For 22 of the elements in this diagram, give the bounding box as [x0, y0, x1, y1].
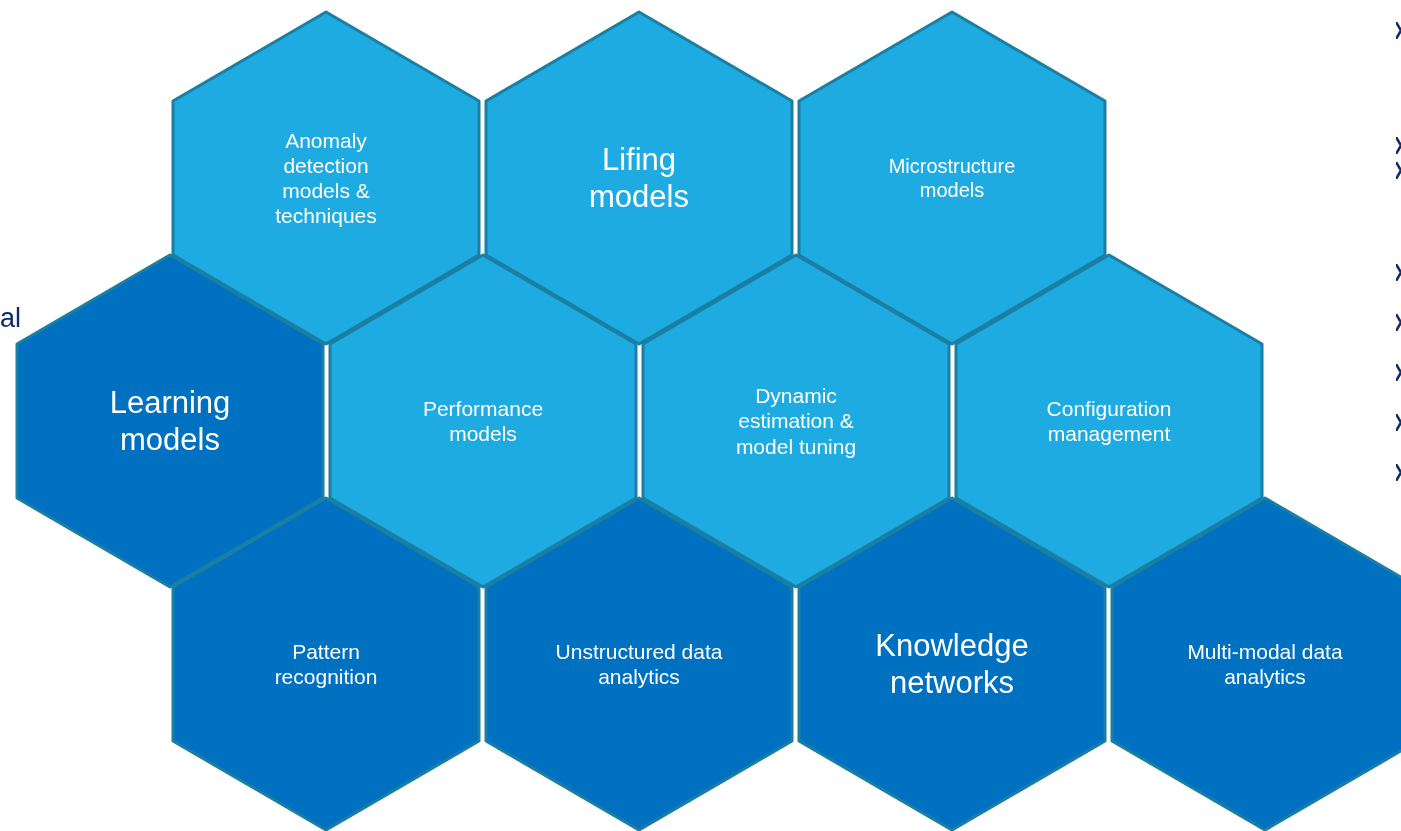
- tile-label: Pattern recognition: [273, 638, 379, 690]
- hexagon-tile: [796, 495, 1108, 831]
- hexagon-tile: [796, 9, 1108, 347]
- tile-label: Learning models: [108, 383, 232, 459]
- hexagon-tile: [483, 9, 795, 347]
- hexagon-tile: [483, 495, 795, 831]
- cropped-text: al: [0, 303, 21, 334]
- hexagon-tile: [327, 252, 639, 590]
- hexagon-tile: [1109, 495, 1401, 831]
- hexagon-tile: [170, 9, 482, 347]
- tile-label: Lifing models: [588, 140, 690, 216]
- tile-label: Configuration management: [1045, 395, 1173, 447]
- tile-label: Knowledge networks: [874, 626, 1030, 702]
- tile-label: Multi-modal data analytics: [1186, 638, 1344, 690]
- tile-label: Dynamic estimation & model tuning: [734, 383, 858, 459]
- tile-label: Anomaly detection models & techniques: [274, 127, 378, 229]
- tile-label: Microstructure models: [887, 154, 1017, 202]
- hexagon-tile: [953, 252, 1265, 590]
- hexagon-tile: [170, 495, 482, 831]
- tile-label: Unstructured data analytics: [554, 638, 724, 690]
- hexagon-tile: [640, 252, 952, 590]
- tile-label: Performance models: [421, 395, 545, 447]
